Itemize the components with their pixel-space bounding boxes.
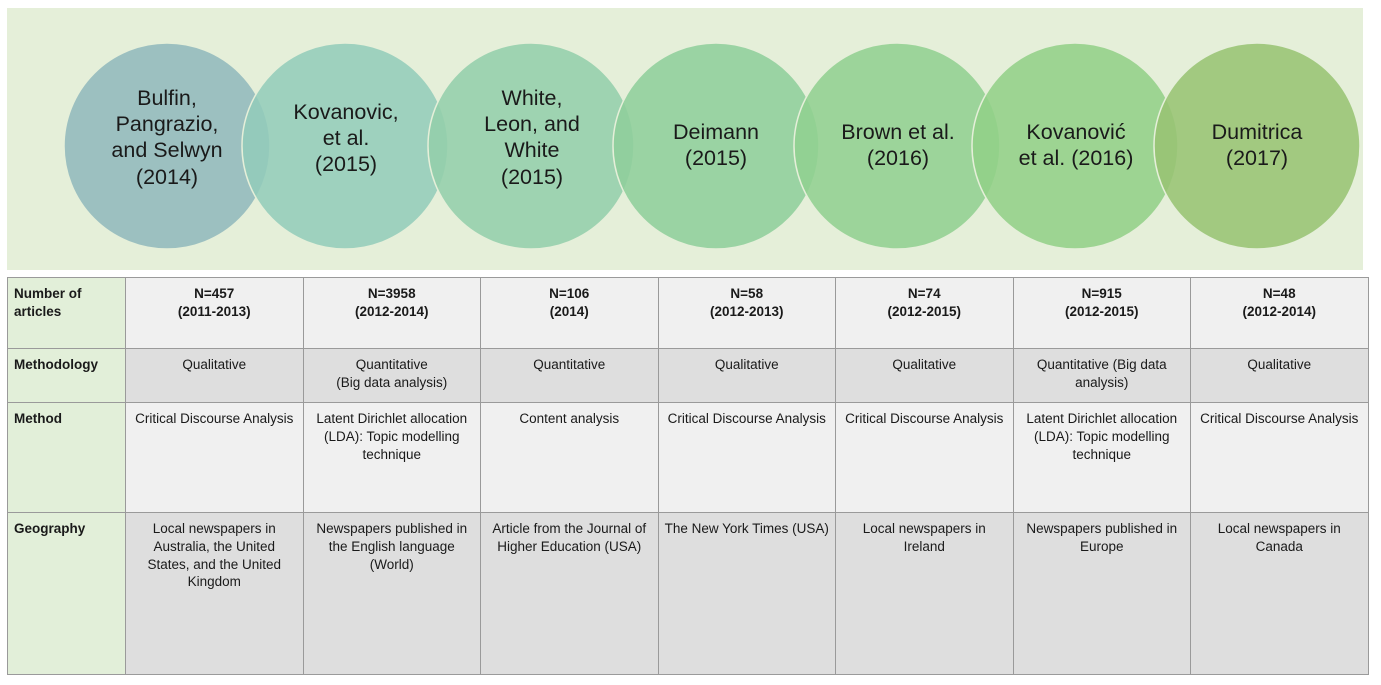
row-header-methodology: Methodology [7,348,126,403]
cell-articles-6: N=915 (2012-2015) [1012,277,1191,349]
cell-geography-3: Article from the Journal of Higher Educa… [480,512,659,675]
table-row: Number of articles N=457 (2011-2013) N=3… [7,277,1369,349]
cell-method-2: Latent Dirichlet allocation (LDA): Topic… [302,402,481,513]
venn-diagram: Bulfin, Pangrazio, and Selwyn (2014) Kov… [7,8,1363,270]
cell-geography-2: Newspapers published in the English lang… [302,512,481,675]
venn-circle-1 [63,42,271,250]
cell-methodology-1: Qualitative [125,348,304,403]
cell-articles-4: N=58 (2012-2013) [657,277,836,349]
cell-articles-2: N=3958 (2012-2014) [302,277,481,349]
cell-method-4: Critical Discourse Analysis [657,402,836,513]
cell-methodology-4: Qualitative [657,348,836,403]
cell-geography-1: Local newspapers in Australia, the Unite… [125,512,304,675]
row-header-geography: Geography [7,512,126,675]
cell-method-6: Latent Dirichlet allocation (LDA): Topic… [1012,402,1191,513]
venn-circle-6 [971,42,1179,250]
cell-methodology-2: Quantitative (Big data analysis) [302,348,481,403]
venn-circle-7 [1153,42,1361,250]
cell-methodology-7: Qualitative [1190,348,1369,403]
cell-method-5: Critical Discourse Analysis [835,402,1014,513]
cell-articles-1: N=457 (2011-2013) [125,277,304,349]
cell-geography-5: Local newspapers in Ireland [835,512,1014,675]
cell-methodology-6: Quantitative (Big data analysis) [1012,348,1191,403]
cell-methodology-5: Qualitative [835,348,1014,403]
table-row: Method Critical Discourse Analysis Laten… [7,402,1369,513]
table-row: Geography Local newspapers in Australia,… [7,512,1369,675]
cell-articles-5: N=74 (2012-2015) [835,277,1014,349]
cell-method-1: Critical Discourse Analysis [125,402,304,513]
cell-geography-4: The New York Times (USA) [657,512,836,675]
cell-methodology-3: Quantitative [480,348,659,403]
cell-geography-7: Local newspapers in Canada [1190,512,1369,675]
venn-circle-3 [427,42,635,250]
cell-method-3: Content analysis [480,402,659,513]
row-header-method: Method [7,402,126,513]
venn-circles-svg [63,42,1361,250]
row-header-number-of-articles: Number of articles [7,277,126,349]
venn-circle-4 [612,42,820,250]
venn-circle-2 [241,42,449,250]
cell-articles-3: N=106 (2014) [480,277,659,349]
comparison-table: Number of articles N=457 (2011-2013) N=3… [7,277,1369,675]
table-row: Methodology Qualitative Quantitative (Bi… [7,348,1369,403]
venn-circle-5 [793,42,1001,250]
cell-articles-7: N=48 (2012-2014) [1190,277,1369,349]
cell-method-7: Critical Discourse Analysis [1190,402,1369,513]
cell-geography-6: Newspapers published in Europe [1012,512,1191,675]
